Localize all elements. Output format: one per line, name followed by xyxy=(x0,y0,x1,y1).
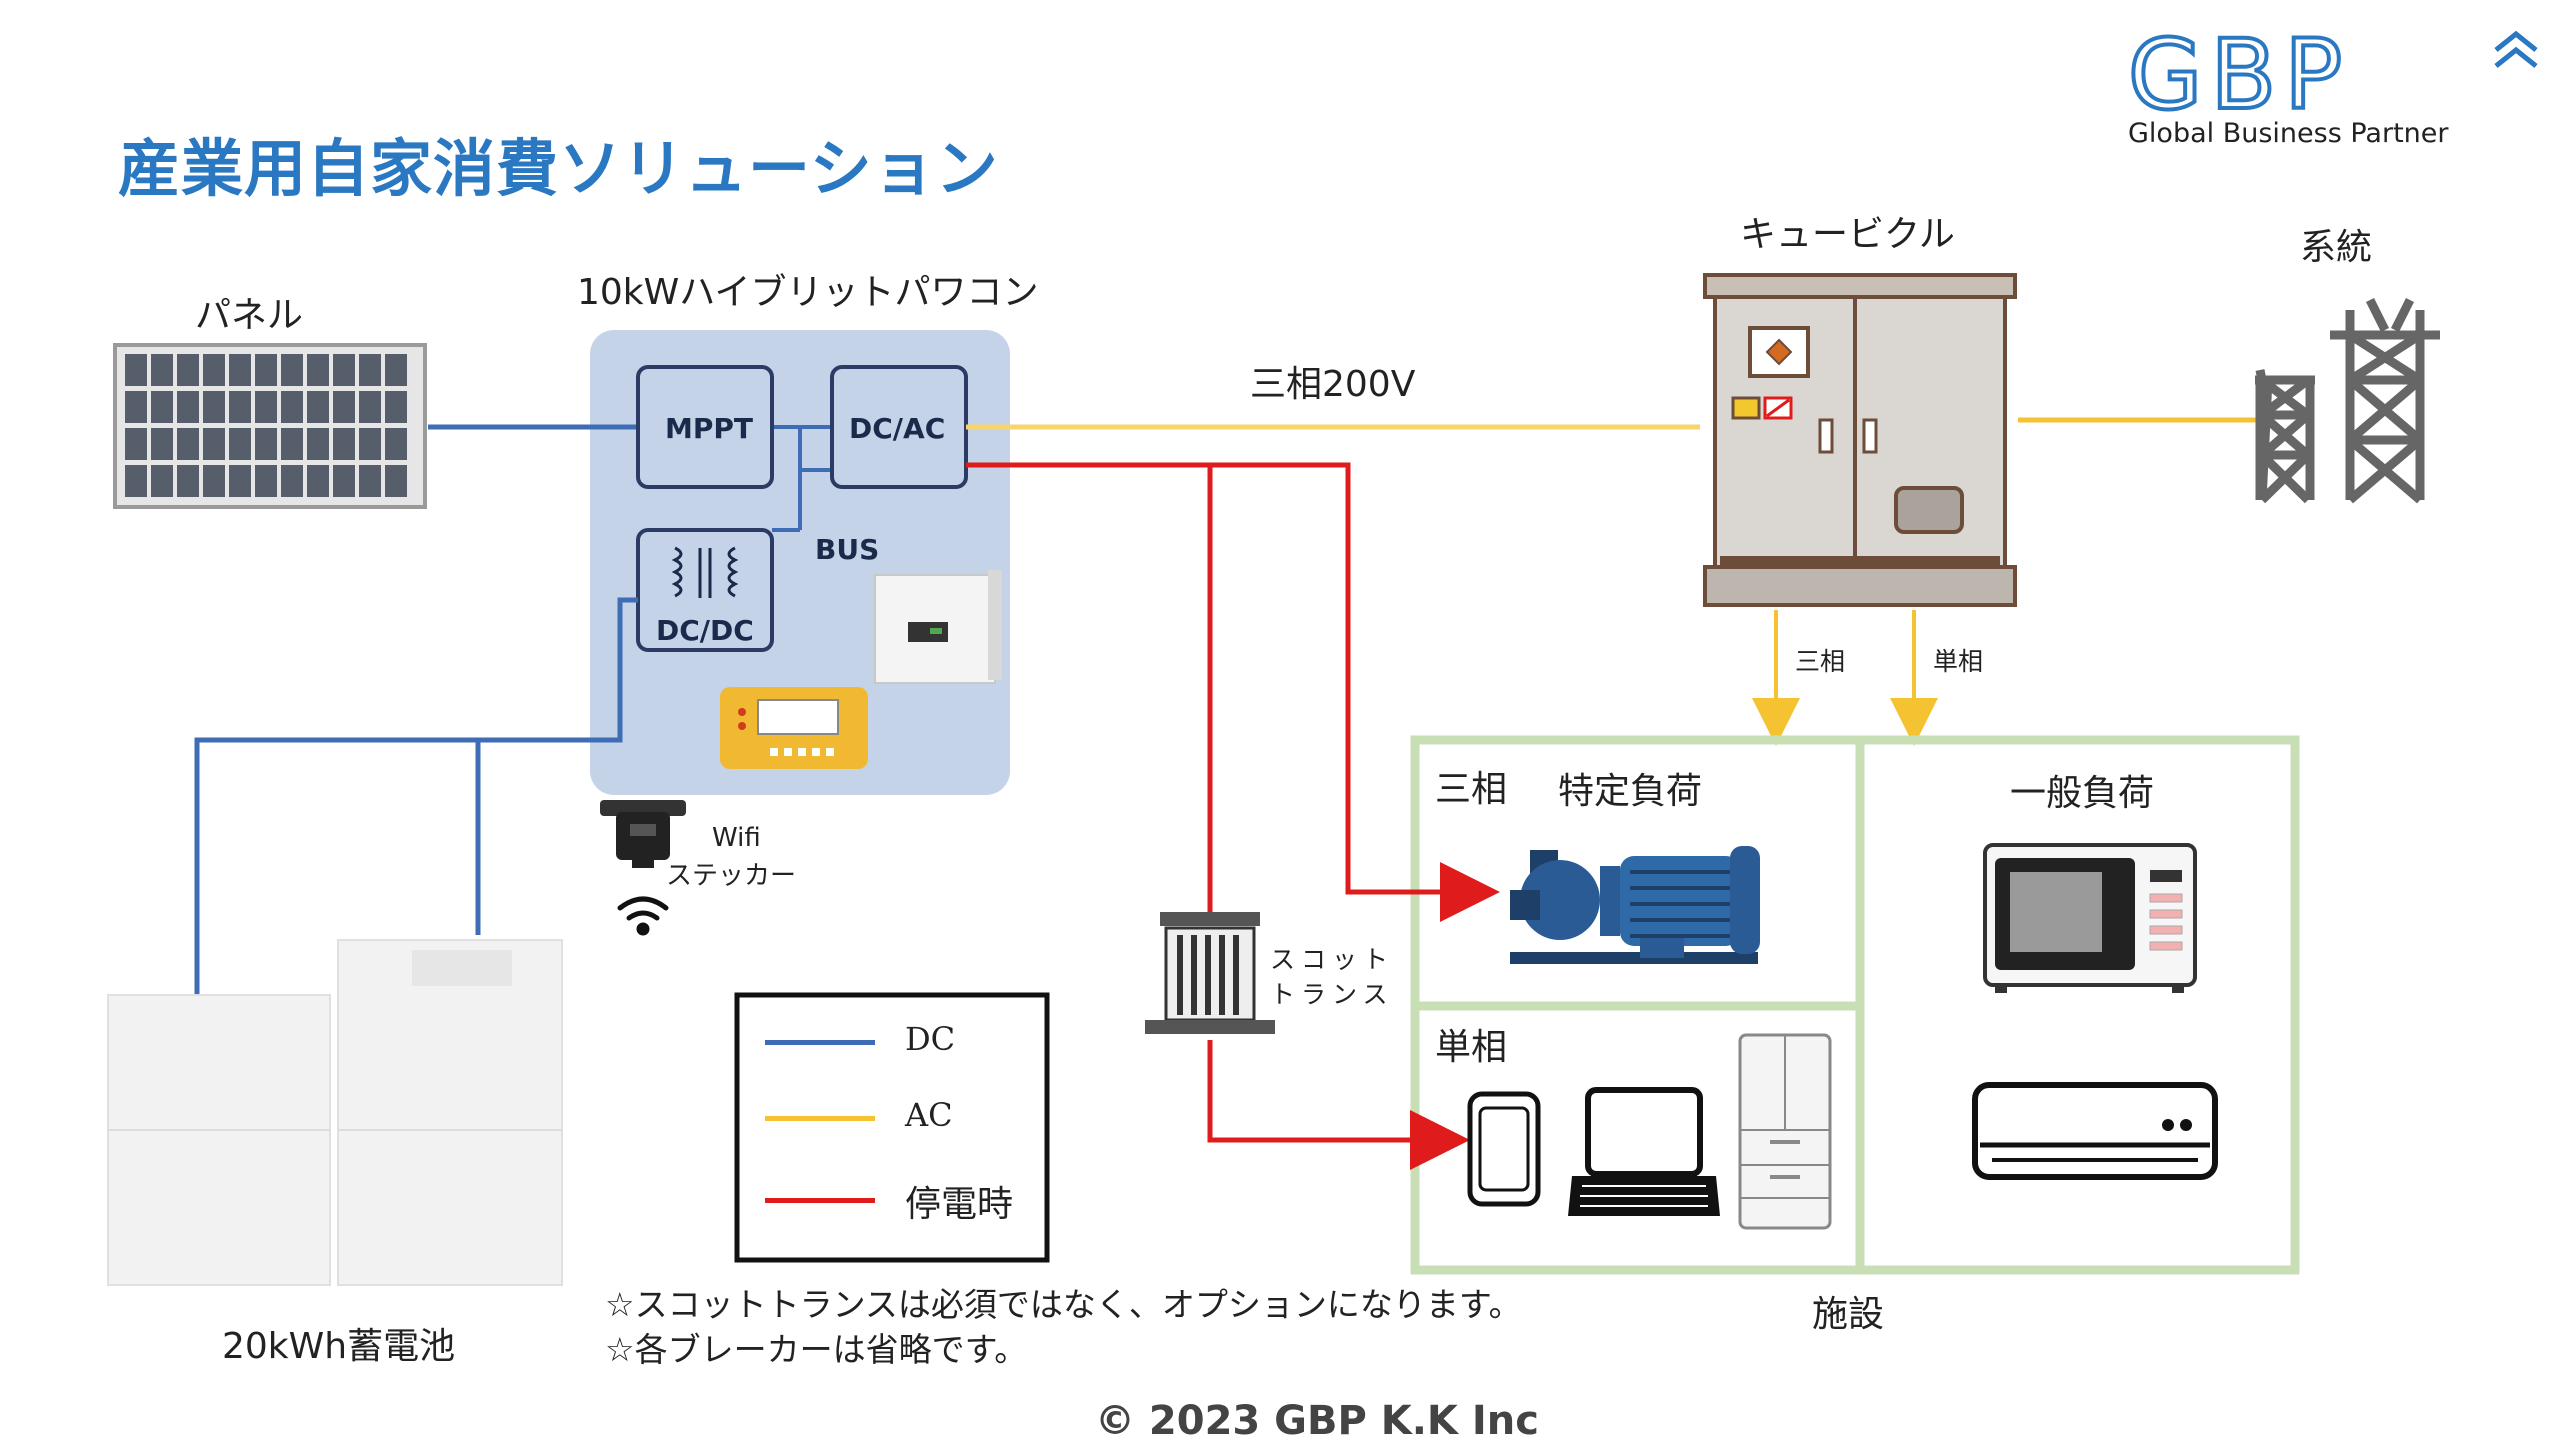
inverter-label: 10kWハイブリットパワコン xyxy=(577,272,1039,313)
legend-label-outage: 停電時 xyxy=(905,1184,1014,1225)
mppt-label: MPPT xyxy=(665,412,754,445)
outage-wires xyxy=(966,462,1500,1170)
legend-swatch-dc xyxy=(765,1040,875,1045)
monitor-device-icon xyxy=(720,687,868,769)
battery-label: 20kWh蓄電池 xyxy=(222,1326,456,1367)
inverter-device-icon xyxy=(874,570,1002,684)
box-three-phase-label: 三相 xyxy=(1435,769,1508,810)
logo-mark-text: GBP xyxy=(2128,30,2350,116)
dcdc-box xyxy=(636,528,774,652)
facility-label: 施設 xyxy=(1812,1294,1885,1335)
refrigerator-icon xyxy=(1738,1033,1832,1230)
wifi-icon xyxy=(617,896,669,936)
microwave-icon xyxy=(1983,843,2197,993)
box-single-phase-label: 単相 xyxy=(1435,1027,1508,1068)
laptop-icon xyxy=(1568,1087,1720,1216)
panel-label: パネル xyxy=(195,295,304,336)
three-phase-200v-label: 三相200V xyxy=(1250,364,1416,405)
specific-load-label: 特定負荷 xyxy=(1558,771,1703,812)
air-conditioner-icon xyxy=(1972,1082,2218,1180)
transmission-tower-icon xyxy=(2255,297,2440,504)
mppt-box xyxy=(636,365,774,489)
sticker-label: ステッカー xyxy=(666,861,797,891)
battery-icon xyxy=(107,939,563,1286)
scott-label-1: スコット xyxy=(1270,945,1395,974)
single-phase-label: 単相 xyxy=(1933,647,1984,676)
wifi-sticker-icon xyxy=(600,800,686,868)
dc-wire-battery xyxy=(194,597,638,1000)
dcdc-label: DC/DC xyxy=(656,614,754,647)
scott-label-2: トランス xyxy=(1270,980,1394,1009)
page-title: 産業用自家消費ソリューション xyxy=(118,132,999,205)
three-phase-label: 三相 xyxy=(1795,647,1846,676)
logo-tagline: Global Business Partner xyxy=(2128,118,2449,149)
legend-label-dc: DC xyxy=(905,1020,956,1058)
legend-label-ac: AC xyxy=(905,1096,953,1134)
general-load-label: 一般負荷 xyxy=(2010,773,2155,814)
pump-motor-icon xyxy=(1510,846,1760,964)
transformer-icon xyxy=(671,546,739,598)
note-scott-optional: ☆スコットトランスは必須ではなく、オプションになります。 xyxy=(605,1285,1522,1324)
legend-box xyxy=(734,992,1050,1263)
smartphone-icon xyxy=(1467,1091,1541,1207)
bus-label: BUS xyxy=(815,533,880,566)
legend-swatch-outage xyxy=(765,1198,875,1203)
note-breakers-omitted: ☆各ブレーカーは省略です。 xyxy=(605,1330,1028,1369)
solar-panel-icon xyxy=(113,343,427,509)
scott-transformer-icon xyxy=(1145,912,1275,1034)
copyright: © 2023 GBP K.K Inc xyxy=(1095,1398,1539,1444)
gbp-logo: GBP xyxy=(2126,17,2548,133)
dcac-label: DC/AC xyxy=(849,412,946,445)
grid-label: 系統 xyxy=(2300,227,2373,268)
chevron-up-icon xyxy=(2494,30,2538,68)
legend-swatch-ac xyxy=(765,1116,875,1121)
cubicle-label: キュービクル xyxy=(1740,214,1955,255)
cubicle-icon xyxy=(1703,273,2017,607)
wifi-label: Wifi xyxy=(712,823,761,853)
